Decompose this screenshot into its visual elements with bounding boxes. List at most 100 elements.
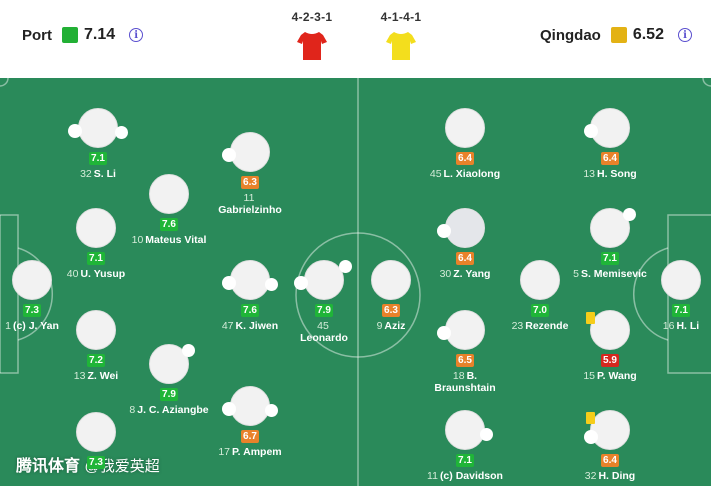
cleat-icon bbox=[265, 404, 278, 417]
player-rating: 6.3 bbox=[241, 176, 259, 189]
yellow-card-icon bbox=[586, 412, 595, 424]
player-avatar bbox=[76, 208, 116, 248]
player-rating: 6.7 bbox=[241, 430, 259, 443]
home-team-name: Port bbox=[22, 26, 52, 44]
player-avatar bbox=[661, 260, 701, 300]
player-card[interactable]: 7.3 bbox=[56, 412, 136, 470]
player-rating: 7.3 bbox=[87, 456, 105, 469]
cleat-icon bbox=[265, 278, 278, 291]
player-rating: 6.4 bbox=[601, 454, 619, 467]
player-avatar bbox=[78, 108, 118, 148]
info-icon[interactable]: i bbox=[129, 28, 144, 42]
player-rating: 7.1 bbox=[456, 454, 474, 467]
player-avatar bbox=[149, 174, 189, 214]
player-rating: 7.1 bbox=[87, 252, 105, 265]
home-formation: 4-2-3-1 bbox=[277, 10, 347, 62]
home-team-rating: 7.14 bbox=[84, 26, 116, 43]
player-name: 1(c) J. Yan bbox=[5, 320, 59, 332]
info-icon[interactable]: i bbox=[677, 28, 692, 42]
player-rating: 7.1 bbox=[89, 152, 107, 165]
player-rating: 7.0 bbox=[531, 304, 549, 317]
player-avatar bbox=[520, 260, 560, 300]
player-card[interactable]: 7.1 11(c) Davidson bbox=[425, 410, 505, 482]
substitution-icon bbox=[437, 326, 451, 340]
substitution-icon bbox=[294, 276, 308, 290]
player-avatar-placeholder bbox=[445, 208, 485, 248]
player-card[interactable]: 7.3 1(c) J. Yan bbox=[0, 260, 72, 332]
cleat-icon bbox=[115, 126, 128, 139]
away-team-summary: Qingdao 6.52 i bbox=[540, 24, 692, 46]
away-formation: 4-1-4-1 bbox=[366, 10, 436, 62]
player-rating: 7.9 bbox=[160, 388, 178, 401]
substitution-icon bbox=[584, 124, 598, 138]
player-name: 11(c) Davidson bbox=[427, 470, 503, 482]
player-rating: 6.4 bbox=[601, 152, 619, 165]
substitution-icon bbox=[222, 276, 236, 290]
goal-ball-icon bbox=[623, 208, 636, 221]
player-avatar bbox=[230, 386, 270, 426]
home-formation-label: 4-2-3-1 bbox=[291, 10, 333, 24]
substitution-icon bbox=[584, 430, 598, 444]
player-rating: 7.2 bbox=[87, 354, 105, 367]
player-avatar bbox=[445, 410, 485, 450]
cleat-icon bbox=[480, 428, 493, 441]
substitution-icon bbox=[68, 124, 82, 138]
player-avatar bbox=[304, 260, 344, 300]
player-avatar bbox=[12, 260, 52, 300]
player-rating: 6.4 bbox=[456, 252, 474, 265]
away-team-rating: 6.52 bbox=[632, 26, 664, 43]
player-avatar bbox=[230, 260, 270, 300]
player-rating: 7.1 bbox=[601, 252, 619, 265]
player-avatar bbox=[76, 412, 116, 452]
yellow-card-icon bbox=[586, 312, 595, 324]
substitution-icon bbox=[437, 224, 451, 238]
player-rating: 7.6 bbox=[160, 218, 178, 231]
away-team-name: Qingdao bbox=[540, 26, 601, 44]
player-avatar bbox=[590, 410, 630, 450]
player-rating: 6.3 bbox=[382, 304, 400, 317]
player-avatar bbox=[445, 108, 485, 148]
home-rating-swatch bbox=[62, 27, 78, 43]
player-avatar bbox=[76, 310, 116, 350]
substitution-icon bbox=[222, 402, 236, 416]
pitch-markings bbox=[0, 78, 711, 486]
player-rating: 6.4 bbox=[456, 152, 474, 165]
player-rating: 7.3 bbox=[23, 304, 41, 317]
player-avatar bbox=[590, 310, 630, 350]
home-team-summary: Port 7.14 i bbox=[22, 24, 144, 46]
